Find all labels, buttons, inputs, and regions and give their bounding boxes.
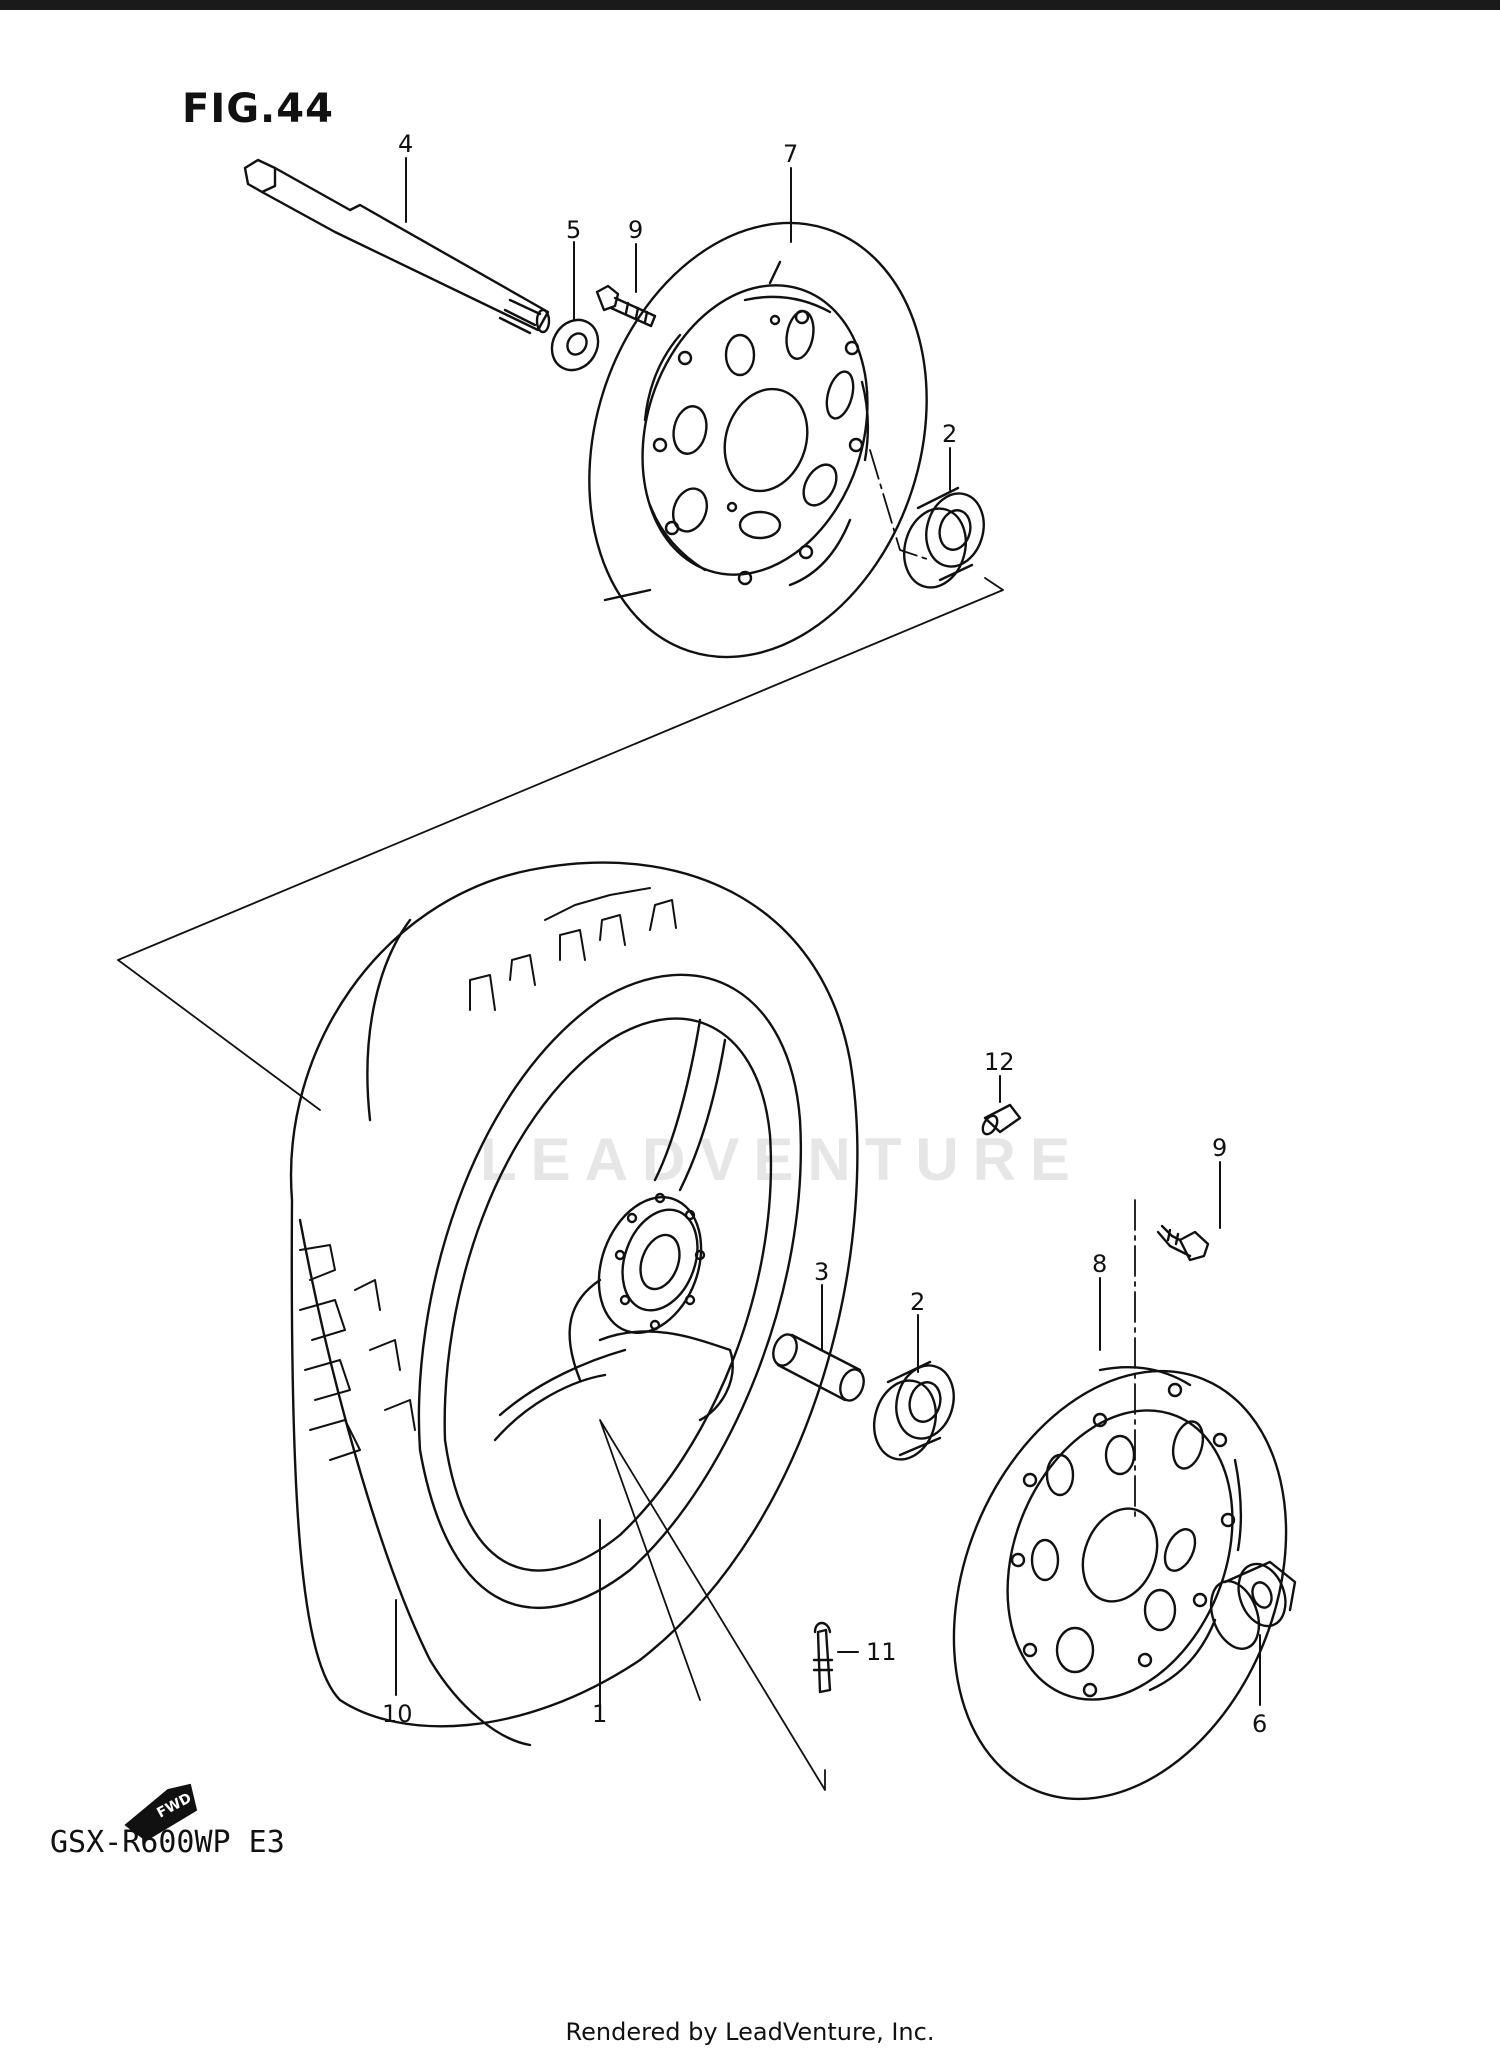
assembly-lines: [117, 449, 1136, 1791]
disc-bolt-lower: [1156, 1224, 1210, 1262]
wheel-hub: [597, 1192, 706, 1334]
tire: [289, 861, 859, 1747]
callout-6: 6: [1252, 1710, 1267, 1738]
callout-1: 1: [592, 1700, 607, 1728]
callout-3: 3: [814, 1258, 829, 1286]
callout-11: 11: [866, 1638, 897, 1666]
brake-disc-lower: [952, 1365, 1288, 1801]
washer: [550, 318, 600, 372]
top-border: [0, 0, 1500, 10]
collar: [1209, 1560, 1297, 1650]
callout-9-lower: 9: [1212, 1134, 1227, 1162]
callout-5: 5: [566, 216, 581, 244]
bearing-lower: [873, 1360, 955, 1461]
figure-title: FIG.44: [182, 86, 334, 132]
axle: [243, 158, 551, 335]
watermark: LEADVENTURE: [480, 1126, 1085, 1193]
spacer: [772, 1333, 865, 1402]
callout-2-upper: 2: [942, 420, 957, 448]
disc-bolt-upper: [595, 284, 657, 328]
callout-9-upper: 9: [628, 216, 643, 244]
callout-7: 7: [783, 140, 798, 168]
wheel-rim: [417, 973, 802, 1610]
valve-cap: [981, 1103, 1022, 1136]
callout-2-lower: 2: [910, 1288, 925, 1316]
tread-pattern: [299, 887, 677, 1461]
brake-disc-upper: [588, 221, 928, 659]
valve: [812, 1621, 834, 1694]
callout-12: 12: [984, 1048, 1015, 1076]
leader-lines: [395, 157, 1261, 1706]
footer-credit: Rendered by LeadVenture, Inc.: [565, 2018, 935, 2046]
bearing-upper: [903, 486, 985, 589]
callout-10: 10: [382, 1700, 413, 1728]
callout-4: 4: [398, 130, 413, 158]
callout-8: 8: [1092, 1250, 1107, 1278]
model-code: GSX-R600WP E3: [50, 1825, 285, 1860]
